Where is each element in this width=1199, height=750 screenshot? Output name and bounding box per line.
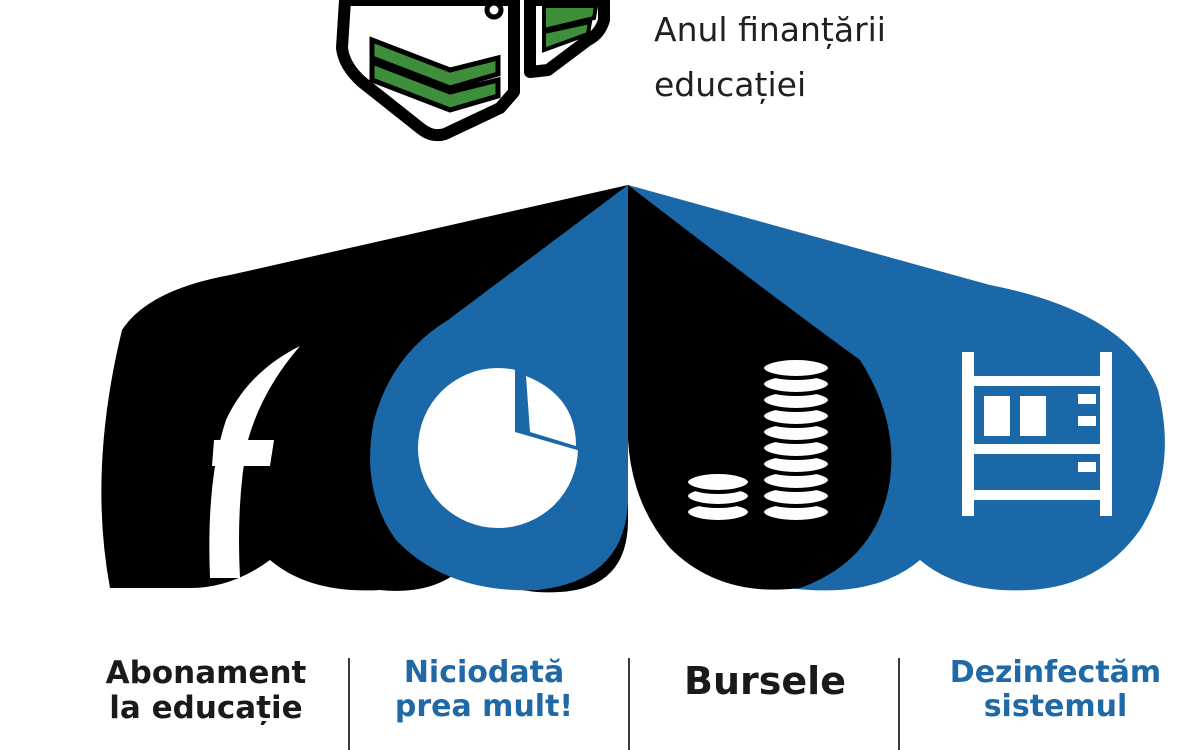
title-line-2: educației <box>654 65 807 104</box>
book-money-logo-icon <box>336 0 610 142</box>
label-divider <box>628 658 630 750</box>
section-label-line-1: Abonament <box>105 656 307 691</box>
label-divider <box>898 658 900 750</box>
section-label-line-1: Dezinfectăm <box>949 656 1162 690</box>
section-label-niciodata: Niciodată prea mult! <box>366 656 602 723</box>
pie-chart-icon <box>418 366 585 528</box>
title-line-1: Anul finanțării <box>654 10 886 49</box>
section-label-dezinfectam: Dezinfectăm sistemul <box>912 656 1199 723</box>
coins-icon <box>684 356 832 524</box>
section-label-line-2: sistemul <box>983 688 1128 724</box>
section-label-line-1: Niciodată <box>403 656 565 690</box>
section-label-line-2: la educație <box>109 689 303 726</box>
section-label-abonament: Abonament la educație <box>92 656 320 725</box>
section-label-line-1: Bursele <box>684 660 846 703</box>
bunk-bed-icon <box>962 352 1112 516</box>
road-icon <box>209 346 300 578</box>
section-label-line-2: prea mult! <box>394 688 574 724</box>
section-label-bursele: Bursele <box>650 660 880 703</box>
label-divider <box>348 658 350 750</box>
